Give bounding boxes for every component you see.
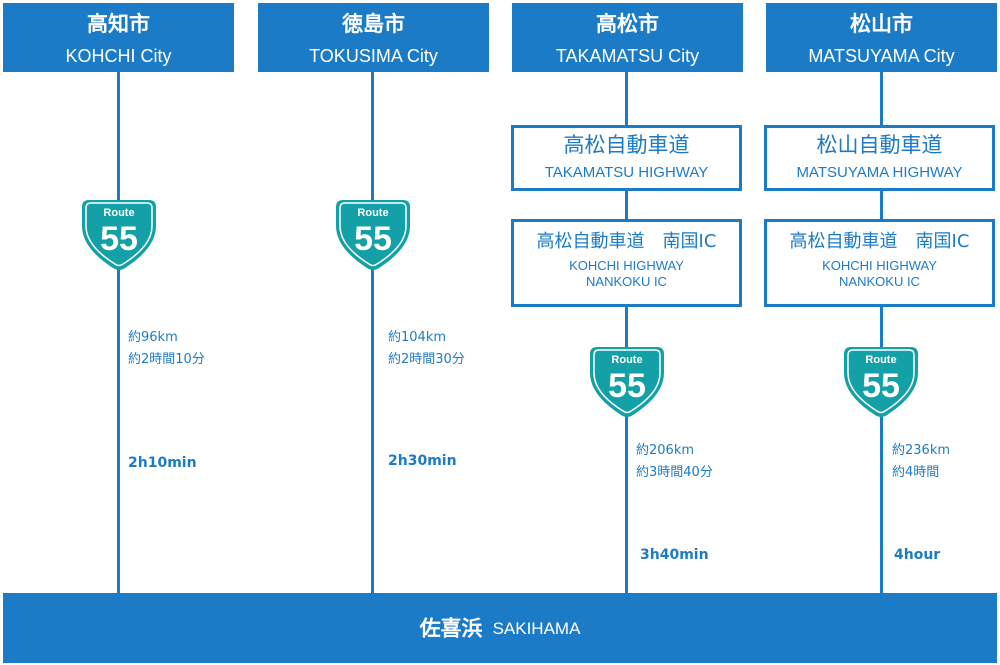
city-name-jp: 松山市 [850,12,913,36]
distance-text: 約206km [636,443,695,458]
distance-text: 約96km [128,330,178,345]
destination-banner: 佐喜浜 SAKIHAMA [3,593,997,663]
route-55-badge-icon: Route 55 [844,347,918,417]
distance-info-matsuyama: 約236km 約4時間 [892,440,950,484]
duration-en-matsuyama: 4hour [894,547,941,563]
highway-name-en: MATSUYAMA HIGHWAY [796,164,963,181]
city-header-tokusima: 徳島市 TOKUSIMA City [258,3,489,72]
city-name-jp: 高知市 [87,12,150,36]
city-header-takamatsu: 高松市 TAKAMATSU City [512,3,743,72]
route-number: 55 [608,367,646,405]
destination-name-en: SAKIHAMA [492,618,581,638]
duration-jp-text: 約2時間10分 [128,352,205,367]
city-name-en: TAKAMATSU City [555,46,700,66]
city-name-jp: 高松市 [596,12,659,36]
highway-name-jp: 高松自動車道 [563,133,690,157]
route-line-takamatsu [625,72,628,593]
route-55-badge-icon: Route 55 [82,200,156,270]
route-55-badge-icon: Route 55 [336,200,410,270]
interchange-ic-en: NANKOKU IC [839,274,920,289]
distance-text: 約104km [388,330,447,345]
city-header-kohchi: 高知市 KOHCHI City [3,3,234,72]
interchange-highway-en: KOHCHI HIGHWAY [822,258,937,273]
destination-name-jp: 佐喜浜 [419,616,483,641]
city-header-matsuyama: 松山市 MATSUYAMA City [766,3,997,72]
duration-en-tokusima: 2h30min [388,453,457,469]
distance-info-tokusima: 約104km 約2時間30分 [388,327,465,371]
route-number: 55 [354,220,392,258]
route-label: Route [611,354,642,366]
distance-info-kohchi: 約96km 約2時間10分 [128,327,205,371]
route-line-kohchi [117,72,120,593]
duration-jp-text: 約4時間 [892,465,940,480]
duration-jp-text: 約2時間30分 [388,352,465,367]
city-name-jp: 徳島市 [342,12,405,36]
route-label: Route [103,207,134,219]
interchange-highway-en: KOHCHI HIGHWAY [569,258,684,273]
route-line-matsuyama [880,72,883,593]
highway-name-en: TAKAMATSU HIGHWAY [544,164,709,181]
interchange-name-jp: 高松自動車道 南国IC [536,231,717,252]
highway-box-matsuyama: 松山自動車道 MATSUYAMA HIGHWAY [764,125,995,191]
interchange-ic-en: NANKOKU IC [586,274,667,289]
interchange-box-matsuyama: 高松自動車道 南国IC KOHCHI HIGHWAY NANKOKU IC [764,219,995,307]
interchange-name-en: KOHCHI HIGHWAY NANKOKU IC [767,258,992,290]
route-line-tokusima [371,72,374,593]
route-label: Route [357,207,388,219]
interchange-name-en: KOHCHI HIGHWAY NANKOKU IC [514,258,739,290]
interchange-name-jp: 高松自動車道 南国IC [789,231,970,252]
duration-en-takamatsu: 3h40min [640,547,709,563]
city-name-en: KOHCHI City [65,46,172,66]
interchange-box-takamatsu: 高松自動車道 南国IC KOHCHI HIGHWAY NANKOKU IC [511,219,742,307]
route-number: 55 [100,220,138,258]
highway-box-takamatsu: 高松自動車道 TAKAMATSU HIGHWAY [511,125,742,191]
distance-info-takamatsu: 約206km 約3時間40分 [636,440,713,484]
route-55-badge-icon: Route 55 [590,347,664,417]
route-label: Route [865,354,896,366]
distance-text: 約236km [892,443,951,458]
route-number: 55 [862,367,900,405]
city-name-en: MATSUYAMA City [808,46,955,66]
duration-en-kohchi: 2h10min [128,455,197,471]
highway-name-jp: 松山自動車道 [816,133,943,157]
city-name-en: TOKUSIMA City [309,46,438,66]
duration-jp-text: 約3時間40分 [636,465,713,480]
